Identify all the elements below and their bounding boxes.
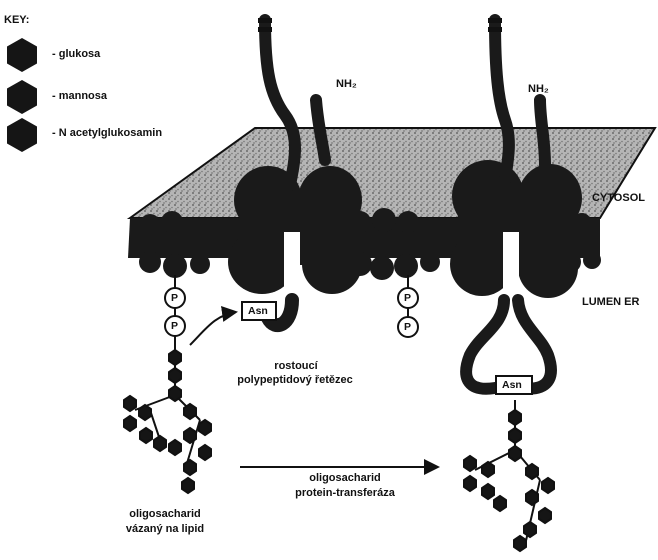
translocon-right-channel — [503, 232, 519, 304]
phosphate-label-mid-2: P — [404, 321, 411, 333]
phosphate-label-left-1: P — [171, 292, 178, 304]
lipid-oligosaccharide-label-line2: vázaný na lipid — [95, 523, 235, 535]
phosphate-label-left-2: P — [171, 320, 178, 332]
key-item-mannose: - mannosa — [52, 90, 107, 102]
nh2-label-left: NH₂ — [336, 78, 357, 90]
key-item-n-acetylglucosamine: - N acetylglukosamin — [52, 127, 162, 139]
transfer-arrow-curve — [190, 312, 236, 345]
key-title: KEY: — [4, 14, 29, 26]
oligosaccharide-protein-tree — [464, 400, 554, 551]
strand-tick — [258, 18, 272, 23]
strand-tick — [488, 18, 502, 23]
polypeptide-right-nterm — [540, 100, 545, 165]
asn-label-right: Asn — [502, 379, 522, 391]
enzyme-label-line2: protein-transferáza — [260, 487, 430, 499]
phosphate-label-mid-1: P — [404, 292, 411, 304]
strand-tick — [258, 27, 272, 32]
oligosaccharide-lipid-tree — [124, 345, 211, 493]
cytosol-label: CYTOSOL — [592, 192, 645, 204]
growing-chain-label-line2: polypeptidový řetězec — [200, 374, 390, 386]
lumen-er-label: LUMEN ER — [582, 296, 639, 308]
strand-tick — [488, 27, 502, 32]
nh2-label-right: NH₂ — [528, 83, 549, 95]
lipid-oligosaccharide-label-line1: oligosacharid — [100, 508, 230, 520]
key-item-glucose: - glukosa — [52, 48, 100, 60]
asn-label-left: Asn — [248, 305, 268, 317]
enzyme-label-line1: oligosacharid — [270, 472, 420, 484]
translocon-left-channel — [284, 232, 300, 302]
growing-chain-label-line1: rostoucí — [236, 360, 356, 372]
